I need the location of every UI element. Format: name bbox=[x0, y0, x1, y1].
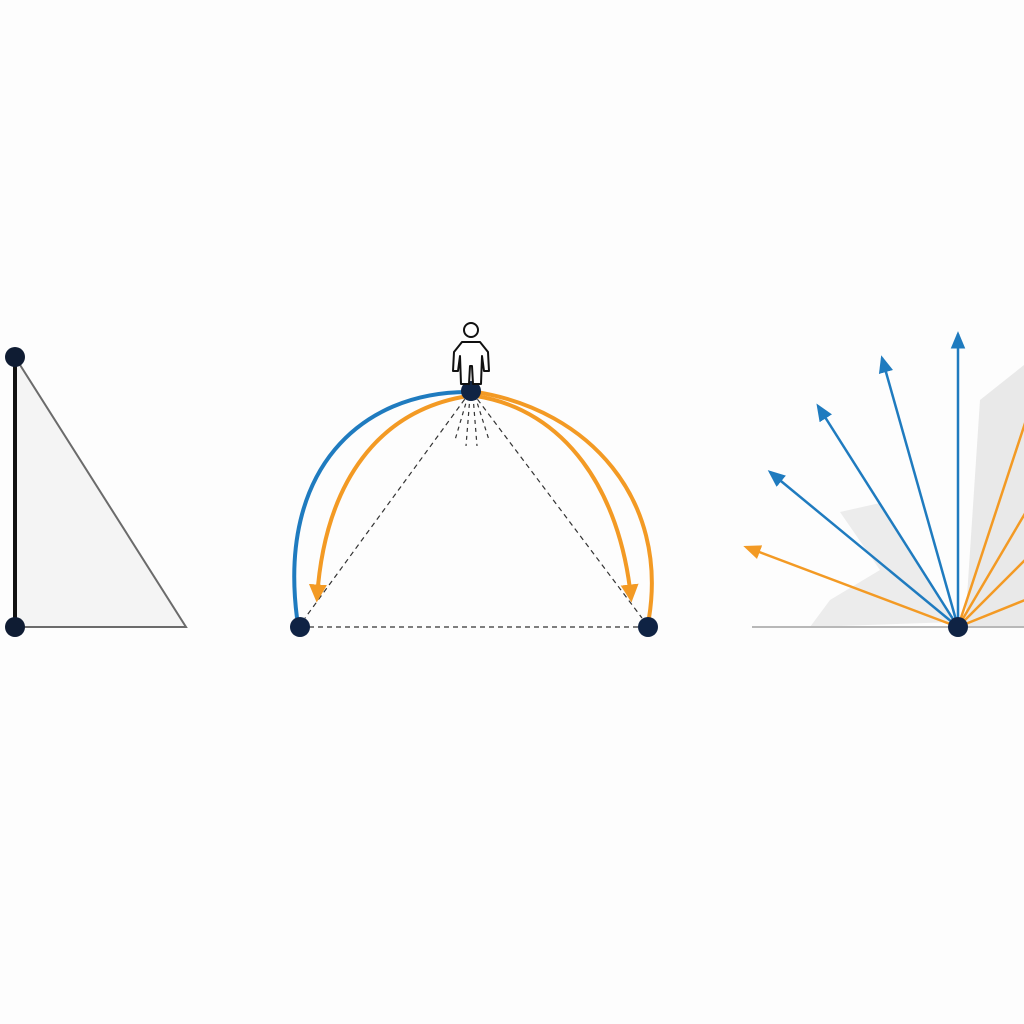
blue-ray-1 bbox=[767, 470, 959, 628]
dashed-diagonal-left bbox=[304, 391, 471, 619]
orange-arrow-arc-right bbox=[475, 394, 639, 603]
fan-origin-node bbox=[948, 617, 968, 637]
blue-arc-left bbox=[292, 390, 469, 619]
dashed-spread-rays bbox=[454, 395, 490, 447]
walker-arcs-panel bbox=[290, 322, 658, 637]
ray-fan-panel bbox=[743, 331, 1024, 637]
walker-right-node bbox=[638, 617, 658, 637]
orange-arrow-arc-left bbox=[308, 394, 469, 603]
orange-rays bbox=[743, 422, 1024, 629]
triangle-shape bbox=[14, 353, 188, 628]
triangle-apex-node bbox=[5, 347, 25, 367]
orange-ray-r3 bbox=[957, 559, 1024, 628]
walker-left-node bbox=[290, 617, 310, 637]
blue-ray-3 bbox=[878, 355, 960, 628]
orange-ray-r4 bbox=[957, 599, 1024, 629]
orange-ray-r2 bbox=[956, 512, 1024, 628]
dashed-diagonal-right bbox=[471, 391, 643, 619]
orange-arc-right-outer bbox=[475, 390, 654, 619]
fan-shadow-back bbox=[965, 365, 1024, 627]
blue-ray-2 bbox=[816, 403, 960, 628]
orange-ray-left bbox=[743, 545, 959, 629]
blue-rays bbox=[767, 331, 966, 628]
person-icon bbox=[452, 322, 490, 385]
orange-ray-r1 bbox=[956, 422, 1024, 628]
walker-top-node bbox=[461, 381, 481, 401]
triangle-base-node bbox=[5, 617, 25, 637]
right-triangle-panel bbox=[5, 347, 188, 637]
